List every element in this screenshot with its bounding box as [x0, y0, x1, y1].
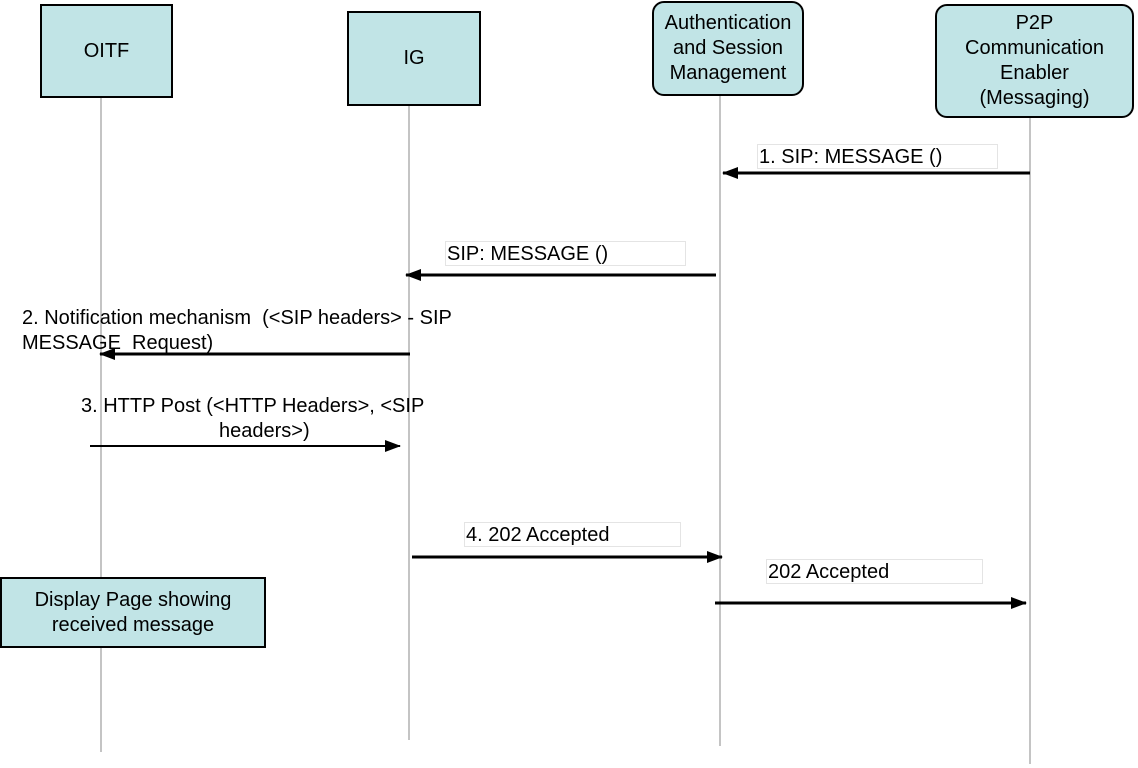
participant-p2p-label: P2P Communication Enabler (Messaging) — [965, 12, 1104, 109]
lifeline-asm — [719, 96, 721, 746]
message-2-label: 2. Notification mechanism (<SIP headers>… — [22, 307, 452, 354]
lifeline-ig — [408, 106, 410, 740]
lifeline-p2p — [1029, 118, 1031, 764]
display-page-note-text: Display Page showing received message — [34, 588, 232, 636]
participant-ig-label: IG — [403, 47, 425, 69]
participant-oitf-label: OITF — [83, 39, 130, 62]
display-page-note: Display Page showing received message — [0, 577, 266, 648]
message-3-label-line1: 3. HTTP Post (<HTTP Headers>, <SIP — [81, 395, 425, 417]
participant-asm-label: Authentication and Session Management — [664, 12, 792, 84]
participant-authentication-session-management: Authentication and Session Management — [652, 1, 804, 96]
lifeline-oitf — [100, 98, 102, 752]
participant-oitf: OITF — [40, 4, 173, 98]
message-1-label: 1. SIP: MESSAGE () — [757, 144, 998, 169]
message-3-label-line2: headers>) — [219, 420, 310, 442]
participant-p2p-communication-enabler: P2P Communication Enabler (Messaging) — [935, 4, 1134, 118]
message-sip-message-label: SIP: MESSAGE () — [445, 241, 686, 266]
message-4-label: 4. 202 Accepted — [464, 522, 681, 547]
message-202-accepted-label: 202 Accepted — [766, 559, 983, 584]
participant-ig: IG — [347, 11, 481, 106]
